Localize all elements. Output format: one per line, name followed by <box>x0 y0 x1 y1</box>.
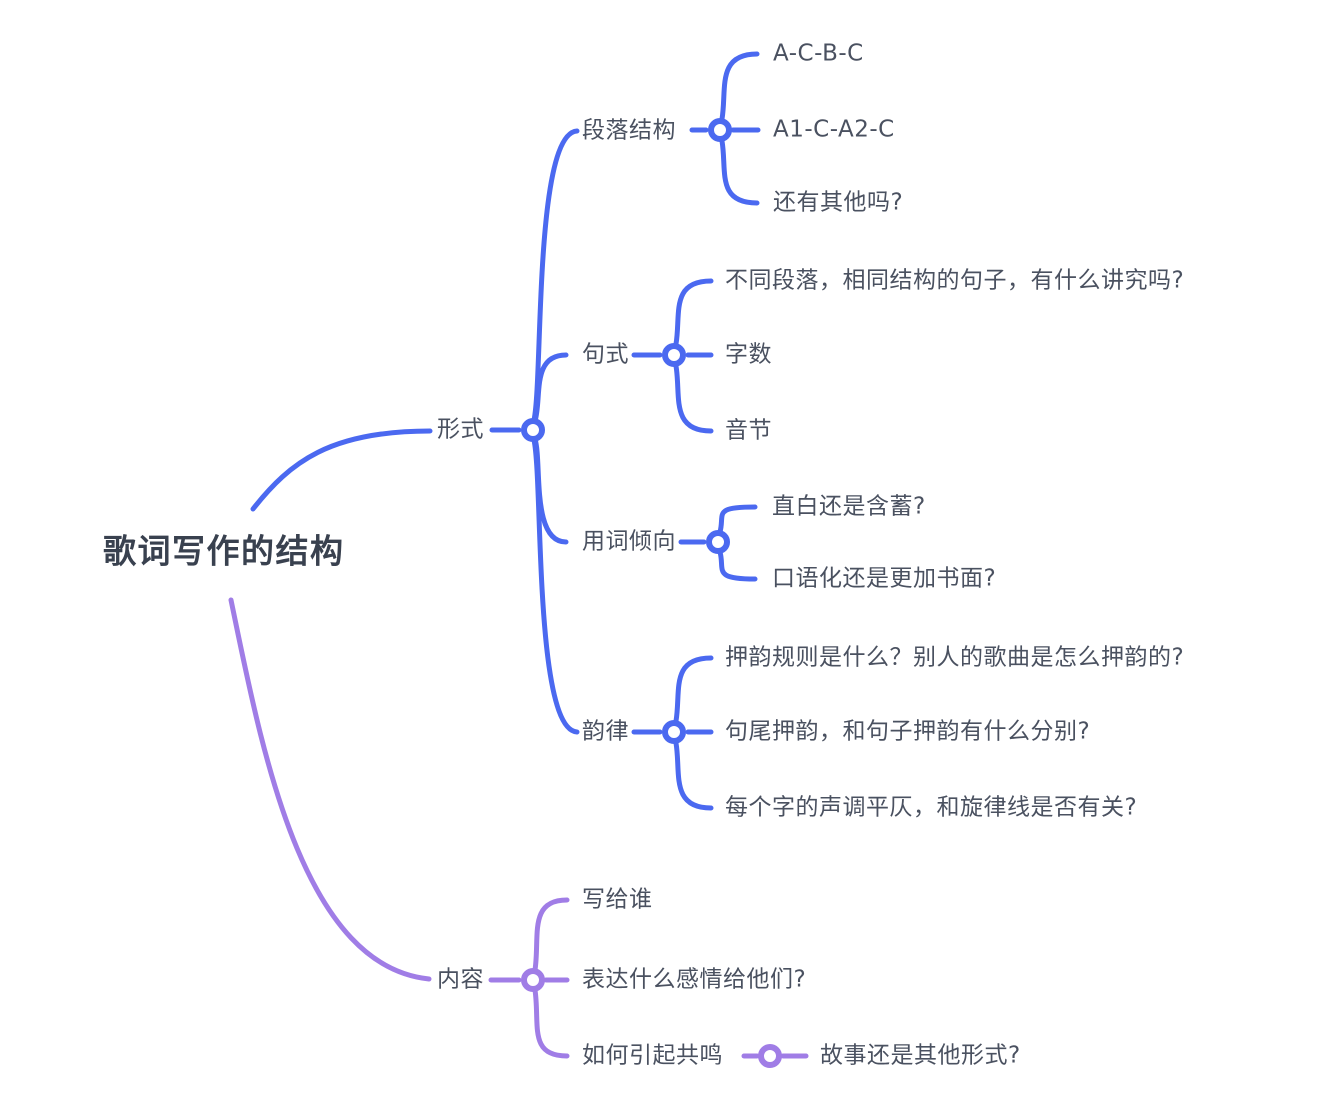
resonance-collapse-handle[interactable] <box>758 1044 782 1068</box>
node-sentence-pattern[interactable]: 句式 <box>582 341 629 368</box>
node-acbc[interactable]: A-C-B-C <box>773 40 864 67</box>
node-paragraph-structure[interactable]: 段落结构 <box>582 117 676 144</box>
sentence-pattern-collapse-handle[interactable] <box>662 343 686 367</box>
node-story-or-other[interactable]: 故事还是其他形式? <box>820 1042 1021 1069</box>
node-same-structure-question[interactable]: 不同段落，相同结构的句子，有什么讲究吗? <box>725 267 1185 294</box>
node-rhyme[interactable]: 韵律 <box>582 718 629 745</box>
edge-wording-colloquial <box>717 549 758 582</box>
edge-sentence-question <box>673 278 714 347</box>
edge-form-sentence-pattern <box>532 352 569 424</box>
node-tone-melody[interactable]: 每个字的声调平仄，和旋律线是否有关? <box>725 794 1138 821</box>
node-colloquial-or-written[interactable]: 口语化还是更加书面? <box>772 565 997 592</box>
wording-collapse-handle[interactable] <box>706 530 730 554</box>
form-collapse-handle[interactable] <box>521 418 545 442</box>
paragraph-structure-collapse-handle[interactable] <box>708 118 732 142</box>
node-wording-tendency[interactable]: 用词倾向 <box>582 528 676 555</box>
edge-paragraph-acbc <box>719 51 760 122</box>
edge-form-rhyme <box>531 437 580 735</box>
edge-paragraph-other <box>719 138 760 206</box>
node-word-count[interactable]: 字数 <box>725 341 772 368</box>
node-form[interactable]: 形式 <box>437 416 484 443</box>
node-a1ca2c[interactable]: A1-C-A2-C <box>773 116 895 143</box>
node-syllable[interactable]: 音节 <box>725 417 772 444</box>
root-topic[interactable]: 歌词写作的结构 <box>103 531 345 571</box>
node-direct-or-subtle[interactable]: 直白还是含蓄? <box>772 493 926 520</box>
content-collapse-handle[interactable] <box>521 968 545 992</box>
rhyme-collapse-handle[interactable] <box>662 720 686 744</box>
edge-rhyme-rules <box>673 655 714 724</box>
node-write-for-whom[interactable]: 写给谁 <box>582 886 653 913</box>
node-other-structures[interactable]: 还有其他吗? <box>773 189 904 216</box>
edge-wording-direct <box>717 504 758 535</box>
edge-content-resonance <box>532 987 570 1059</box>
edge-root-form <box>250 428 433 512</box>
node-content[interactable]: 内容 <box>437 966 484 993</box>
node-rhyme-rules[interactable]: 押韵规则是什么？别人的歌曲是怎么押韵的? <box>725 644 1185 671</box>
edge-rhyme-tone <box>673 740 714 811</box>
edge-root-content <box>228 597 432 982</box>
node-express-feelings[interactable]: 表达什么感情给他们? <box>582 966 807 993</box>
node-resonance[interactable]: 如何引起共鸣 <box>582 1042 723 1069</box>
node-end-rhyme[interactable]: 句尾押韵，和句子押韵有什么分别? <box>725 718 1091 745</box>
edge-content-whom <box>532 897 570 973</box>
edge-sentence-syllable <box>673 363 714 434</box>
